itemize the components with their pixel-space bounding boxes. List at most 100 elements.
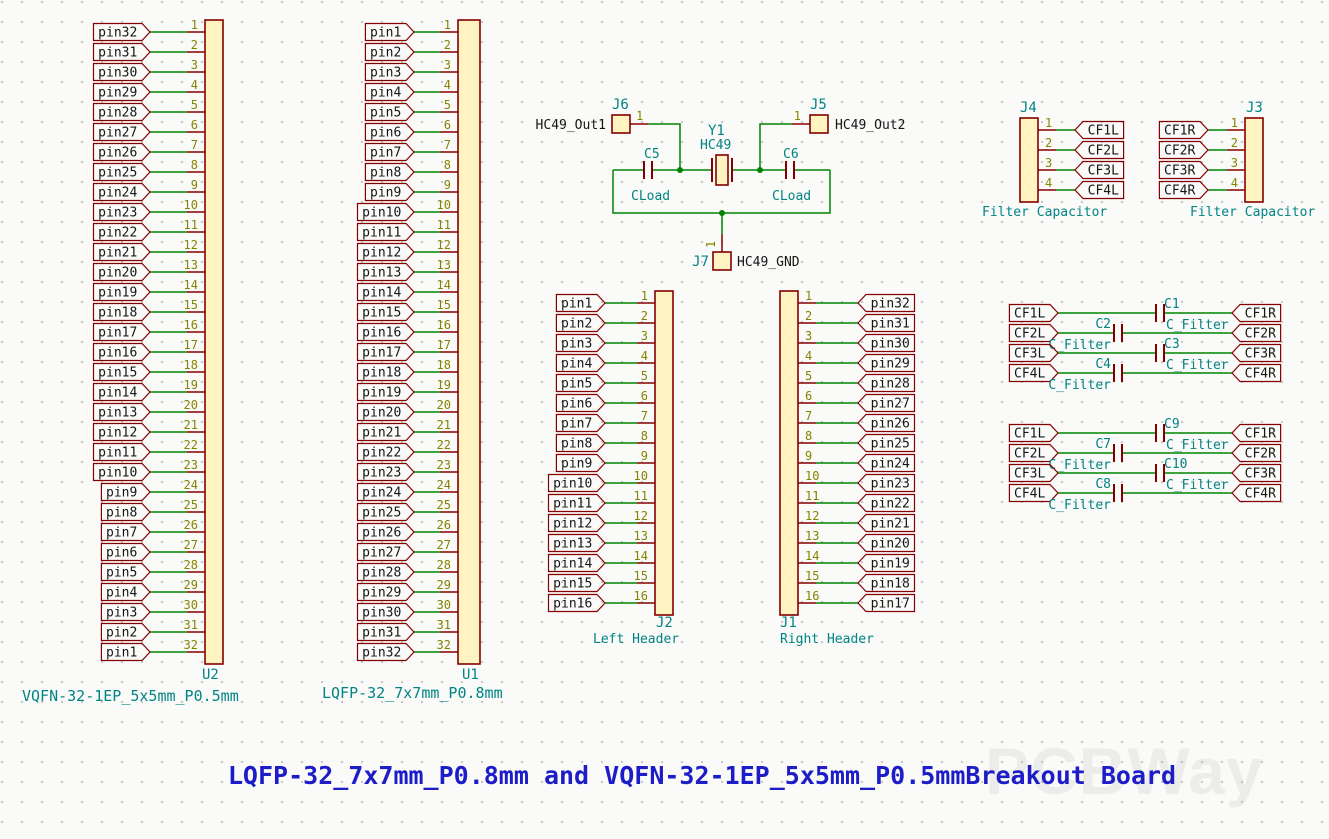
global-label[interactable]: pin32 bbox=[92, 22, 151, 42]
global-label[interactable]: pin20 bbox=[356, 402, 415, 422]
global-label[interactable]: pin11 bbox=[356, 222, 415, 242]
global-label[interactable]: pin9 bbox=[100, 482, 151, 502]
global-label[interactable]: pin12 bbox=[356, 242, 415, 262]
global-label[interactable]: CF4L bbox=[1008, 483, 1059, 503]
global-label[interactable]: pin18 bbox=[92, 302, 151, 322]
global-label[interactable]: pin13 bbox=[92, 402, 151, 422]
component-body[interactable] bbox=[654, 290, 674, 616]
connector-body[interactable] bbox=[611, 114, 631, 134]
global-label[interactable]: pin17 bbox=[92, 322, 151, 342]
global-label[interactable]: pin25 bbox=[857, 433, 916, 453]
global-label[interactable]: pin4 bbox=[364, 82, 415, 102]
global-label[interactable]: pin17 bbox=[356, 342, 415, 362]
global-label[interactable]: CF1R bbox=[1231, 303, 1282, 323]
global-label[interactable]: pin15 bbox=[356, 302, 415, 322]
global-label[interactable]: pin8 bbox=[100, 502, 151, 522]
global-label[interactable]: pin16 bbox=[92, 342, 151, 362]
global-label[interactable]: CF3L bbox=[1008, 463, 1059, 483]
component-body[interactable] bbox=[779, 290, 799, 616]
global-label[interactable]: pin29 bbox=[92, 82, 151, 102]
global-label[interactable]: pin1 bbox=[555, 293, 606, 313]
global-label[interactable]: pin27 bbox=[857, 393, 916, 413]
global-label[interactable]: pin21 bbox=[356, 422, 415, 442]
global-label[interactable]: CF4L bbox=[1074, 180, 1125, 200]
global-label[interactable]: pin21 bbox=[92, 242, 151, 262]
global-label[interactable]: pin3 bbox=[555, 333, 606, 353]
global-label[interactable]: CF2R bbox=[1158, 140, 1209, 160]
global-label[interactable]: pin23 bbox=[356, 462, 415, 482]
global-label[interactable]: pin10 bbox=[547, 473, 606, 493]
net-label[interactable]: HC49_Out1 bbox=[536, 118, 606, 133]
global-label[interactable]: pin3 bbox=[100, 602, 151, 622]
global-label[interactable]: pin19 bbox=[857, 553, 916, 573]
global-label[interactable]: pin1 bbox=[364, 22, 415, 42]
global-label[interactable]: pin26 bbox=[356, 522, 415, 542]
global-label[interactable]: pin4 bbox=[100, 582, 151, 602]
global-label[interactable]: pin6 bbox=[100, 542, 151, 562]
global-label[interactable]: pin31 bbox=[356, 622, 415, 642]
global-label[interactable]: CF4L bbox=[1008, 363, 1059, 383]
global-label[interactable]: CF3L bbox=[1074, 160, 1125, 180]
global-label[interactable]: pin12 bbox=[92, 422, 151, 442]
global-label[interactable]: pin2 bbox=[555, 313, 606, 333]
global-label[interactable]: CF2R bbox=[1231, 323, 1282, 343]
global-label[interactable]: CF2R bbox=[1231, 443, 1282, 463]
global-label[interactable]: pin26 bbox=[92, 142, 151, 162]
global-label[interactable]: pin12 bbox=[547, 513, 606, 533]
global-label[interactable]: pin8 bbox=[555, 433, 606, 453]
global-label[interactable]: pin5 bbox=[100, 562, 151, 582]
global-label[interactable]: pin24 bbox=[857, 453, 916, 473]
global-label[interactable]: pin2 bbox=[364, 42, 415, 62]
global-label[interactable]: pin28 bbox=[92, 102, 151, 122]
global-label[interactable]: pin18 bbox=[857, 573, 916, 593]
global-label[interactable]: pin29 bbox=[857, 353, 916, 373]
global-label[interactable]: pin19 bbox=[92, 282, 151, 302]
global-label[interactable]: pin30 bbox=[857, 333, 916, 353]
global-label[interactable]: pin8 bbox=[364, 162, 415, 182]
net-label[interactable]: HC49_GND bbox=[737, 255, 800, 270]
global-label[interactable]: CF3R bbox=[1158, 160, 1209, 180]
global-label[interactable]: pin27 bbox=[92, 122, 151, 142]
global-label[interactable]: pin14 bbox=[92, 382, 151, 402]
global-label[interactable]: pin17 bbox=[857, 593, 916, 613]
global-label[interactable]: pin9 bbox=[364, 182, 415, 202]
global-label[interactable]: pin23 bbox=[857, 473, 916, 493]
global-label[interactable]: CF3L bbox=[1008, 343, 1059, 363]
global-label[interactable]: pin21 bbox=[857, 513, 916, 533]
global-label[interactable]: pin24 bbox=[356, 482, 415, 502]
global-label[interactable]: pin23 bbox=[92, 202, 151, 222]
global-label[interactable]: pin14 bbox=[356, 282, 415, 302]
component-body[interactable] bbox=[1244, 117, 1264, 203]
global-label[interactable]: pin32 bbox=[356, 642, 415, 662]
global-label[interactable]: CF1L bbox=[1074, 120, 1125, 140]
global-label[interactable]: pin19 bbox=[356, 382, 415, 402]
global-label[interactable]: pin24 bbox=[92, 182, 151, 202]
global-label[interactable]: pin5 bbox=[364, 102, 415, 122]
global-label[interactable]: pin15 bbox=[547, 573, 606, 593]
global-label[interactable]: pin14 bbox=[547, 553, 606, 573]
global-label[interactable]: pin13 bbox=[356, 262, 415, 282]
global-label[interactable]: pin10 bbox=[92, 462, 151, 482]
global-label[interactable]: pin20 bbox=[857, 533, 916, 553]
global-label[interactable]: pin20 bbox=[92, 262, 151, 282]
component-body[interactable] bbox=[204, 19, 224, 665]
global-label[interactable]: CF3R bbox=[1231, 463, 1282, 483]
global-label[interactable]: pin26 bbox=[857, 413, 916, 433]
global-label[interactable]: pin22 bbox=[92, 222, 151, 242]
global-label[interactable]: pin5 bbox=[555, 373, 606, 393]
net-label[interactable]: HC49_Out2 bbox=[835, 118, 905, 133]
connector-body[interactable] bbox=[809, 114, 829, 134]
global-label[interactable]: pin25 bbox=[356, 502, 415, 522]
global-label[interactable]: pin16 bbox=[356, 322, 415, 342]
global-label[interactable]: pin28 bbox=[356, 562, 415, 582]
component-body[interactable] bbox=[1019, 117, 1039, 203]
global-label[interactable]: pin15 bbox=[92, 362, 151, 382]
global-label[interactable]: pin18 bbox=[356, 362, 415, 382]
global-label[interactable]: CF1R bbox=[1231, 423, 1282, 443]
global-label[interactable]: CF1R bbox=[1158, 120, 1209, 140]
global-label[interactable]: CF4R bbox=[1231, 363, 1282, 383]
global-label[interactable]: CF3R bbox=[1231, 343, 1282, 363]
global-label[interactable]: CF1L bbox=[1008, 423, 1059, 443]
global-label[interactable]: pin10 bbox=[356, 202, 415, 222]
global-label[interactable]: pin28 bbox=[857, 373, 916, 393]
